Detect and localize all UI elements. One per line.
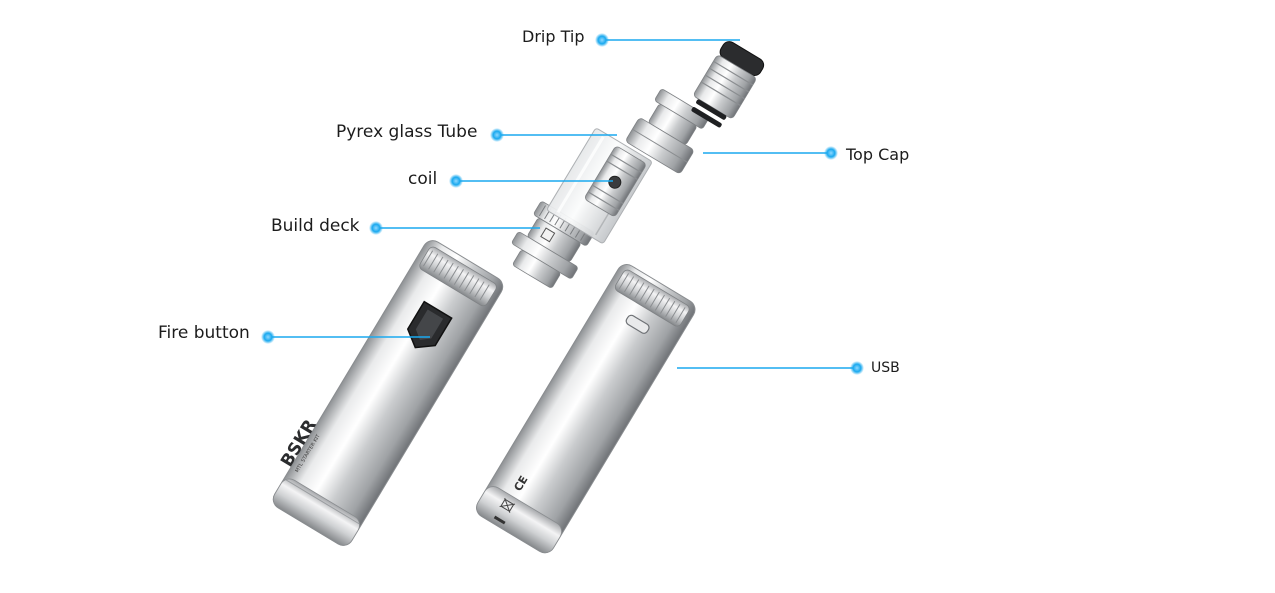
coil-part bbox=[585, 146, 646, 217]
build-deck-part bbox=[511, 201, 594, 288]
fire-button-dot bbox=[261, 330, 275, 344]
pyrex-tube-dot bbox=[490, 128, 504, 142]
label-usb: USB bbox=[871, 360, 900, 376]
label-build-deck: Build deck bbox=[271, 216, 360, 236]
label-fire-button: Fire button bbox=[158, 323, 250, 343]
bin-icon bbox=[499, 497, 516, 513]
battery-left bbox=[272, 240, 504, 546]
top-cap-part bbox=[626, 89, 709, 174]
fire-button-shape bbox=[406, 300, 453, 349]
label-pyrex-tube: Pyrex glass Tube bbox=[336, 122, 478, 142]
label-drip-tip: Drip Tip bbox=[522, 27, 585, 46]
label-coil: coil bbox=[408, 169, 438, 189]
label-top-cap: Top Cap bbox=[846, 145, 910, 164]
drip-tip-dot bbox=[595, 33, 609, 47]
callout-lines bbox=[268, 39, 857, 369]
coil-dot bbox=[449, 174, 463, 188]
drip-tip-part bbox=[691, 41, 765, 128]
usb-port-shape bbox=[625, 314, 650, 334]
top-cap-dot bbox=[824, 146, 838, 160]
build-deck-dot bbox=[369, 221, 383, 235]
callout-dots bbox=[261, 33, 864, 375]
usb-dot bbox=[850, 361, 864, 375]
battery-right bbox=[476, 264, 696, 554]
